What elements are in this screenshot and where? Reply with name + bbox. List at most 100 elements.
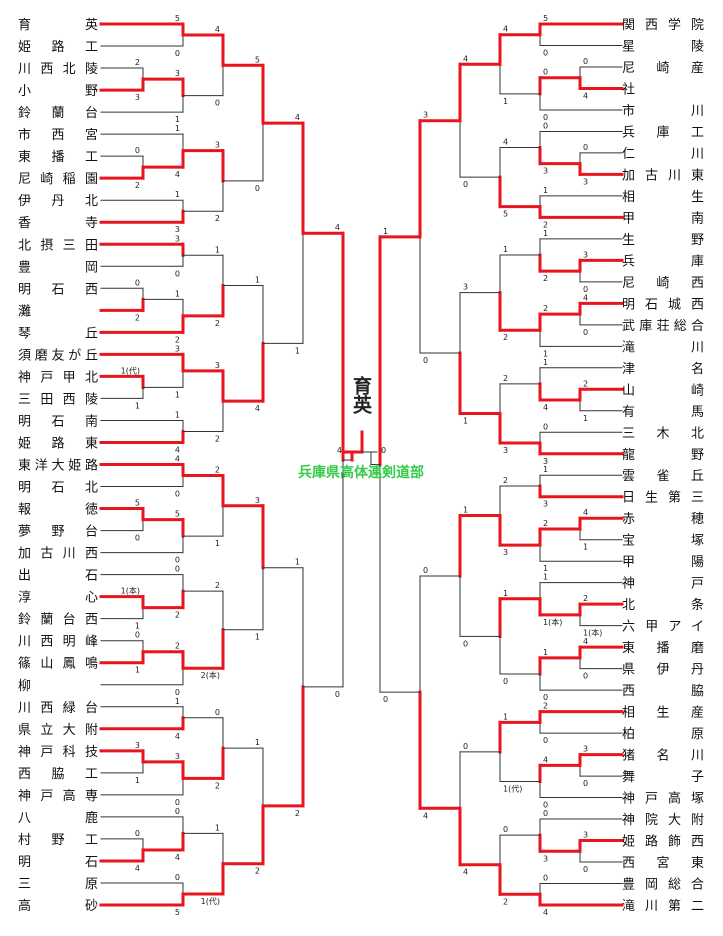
match-score: 3 xyxy=(135,741,140,750)
match-score: 0 xyxy=(543,736,548,745)
match-score: 2 xyxy=(255,867,260,876)
match-score: 0 xyxy=(175,798,180,807)
match-score: 4 xyxy=(175,455,180,464)
match-score: 2 xyxy=(543,519,548,528)
left-team-name: 明石南 xyxy=(18,413,98,429)
match-score: 0 xyxy=(503,825,508,834)
match-score: 1 xyxy=(175,190,180,199)
right-team-name: 武庫荘総合 xyxy=(622,319,704,334)
bracket-lines xyxy=(99,22,624,907)
match-score: 0 xyxy=(175,49,180,58)
left-team-name: 鈴蘭台西 xyxy=(18,612,98,628)
left-team-name: 明石北 xyxy=(18,481,98,496)
match-score: 4 xyxy=(423,811,428,820)
right-team-name: 市川 xyxy=(622,103,704,119)
match-score: 0 xyxy=(175,807,180,816)
left-team-name: 報徳 xyxy=(18,503,98,518)
match-score: 0 xyxy=(463,639,468,648)
left-team-name: 香寺 xyxy=(18,216,98,231)
match-score: 0 xyxy=(543,113,548,122)
right-team-name: 兵庫 xyxy=(622,254,704,269)
left-team-name: 出石 xyxy=(18,569,98,584)
match-score: 1(本) xyxy=(543,617,562,627)
right-team-name: 神戸高塚 xyxy=(622,791,704,807)
left-team-name: 琴丘 xyxy=(18,326,98,341)
match-score: 2 xyxy=(215,581,220,590)
match-score: 1 xyxy=(135,776,140,785)
champion-name: 育英 xyxy=(350,375,372,415)
match-score: 0 xyxy=(423,356,428,365)
right-team-name: 北条 xyxy=(622,597,704,613)
match-score: 1 xyxy=(255,738,260,747)
left-team-name: 加古川西 xyxy=(18,547,98,562)
match-score: 1 xyxy=(503,97,508,106)
right-team-name: 龍野 xyxy=(622,447,704,463)
match-score: 0 xyxy=(463,742,468,751)
match-score: 0 xyxy=(175,269,180,278)
match-score: 1 xyxy=(543,229,548,238)
match-score: 4 xyxy=(175,732,180,741)
match-score: 4 xyxy=(503,25,508,34)
match-score: 1 xyxy=(503,712,508,721)
right-team-name: 三木北 xyxy=(622,426,704,441)
left-team-name: 三田西陵 xyxy=(18,392,98,407)
match-score: 1 xyxy=(543,349,548,358)
match-score: 0 xyxy=(543,874,548,883)
right-team-name: 宝塚 xyxy=(622,534,704,549)
match-score: 1 xyxy=(295,346,300,355)
match-score: 0 xyxy=(175,873,180,882)
match-score: 4 xyxy=(335,223,340,232)
match-score: 0 xyxy=(383,695,388,704)
left-team-name: 明石 xyxy=(18,855,98,870)
match-score: 2 xyxy=(543,304,548,313)
match-score: 1 xyxy=(175,124,180,133)
right-team-name: 舞子 xyxy=(622,770,704,785)
match-score: 0 xyxy=(543,809,548,818)
left-team-name: 淳心 xyxy=(18,590,98,606)
match-score: 5 xyxy=(175,14,180,23)
match-score: 0 xyxy=(583,672,588,681)
left-team-name: 東播工 xyxy=(18,149,98,165)
left-team-name: 東洋大姫路 xyxy=(18,458,98,474)
match-score: 3 xyxy=(175,225,180,234)
match-score: 5 xyxy=(175,908,180,917)
left-team-name: 市西宮 xyxy=(18,127,98,143)
match-score: 3 xyxy=(543,167,548,176)
match-score: 0 xyxy=(335,690,340,699)
match-score: 2 xyxy=(175,642,180,651)
match-score: 0 xyxy=(583,779,588,788)
right-team-name: 神戸 xyxy=(622,577,704,592)
match-score: 0 xyxy=(175,688,180,697)
match-score: 1 xyxy=(543,465,548,474)
match-score: 4 xyxy=(135,864,140,873)
right-team-name: 明石城西 xyxy=(622,297,704,312)
match-score: 3 xyxy=(175,69,180,78)
match-score: 2(本) xyxy=(201,670,220,680)
match-score: 3 xyxy=(583,250,588,259)
match-score: 4 xyxy=(543,755,548,764)
right-team-name: 社 xyxy=(622,81,635,97)
left-team-name: 篠山鳳鳴 xyxy=(18,657,98,672)
match-score: 2 xyxy=(543,702,548,711)
match-score: 0 xyxy=(583,57,588,66)
match-score: 5 xyxy=(255,55,260,64)
left-team-name: 小野 xyxy=(18,84,98,99)
match-score: 0 xyxy=(543,693,548,702)
match-score: 1 xyxy=(503,589,508,598)
match-score: 0 xyxy=(543,422,548,431)
match-score: 1 xyxy=(175,115,180,124)
match-score: 3 xyxy=(255,496,260,505)
match-score: 3 xyxy=(175,752,180,761)
match-score: 2 xyxy=(543,274,548,283)
match-score: 0 xyxy=(423,566,428,575)
match-score: 3 xyxy=(423,111,428,120)
left-team-name: 姫路東 xyxy=(18,435,98,451)
match-score: 1 xyxy=(255,633,260,642)
match-score: 1 xyxy=(175,410,180,419)
match-score: 0 xyxy=(543,801,548,810)
right-team-name: 相生産 xyxy=(622,705,704,721)
right-team-name: 県伊丹 xyxy=(622,663,704,678)
match-score: 1 xyxy=(295,558,300,567)
left-team-name: 伊丹北 xyxy=(18,194,98,209)
match-score: 3 xyxy=(175,234,180,243)
